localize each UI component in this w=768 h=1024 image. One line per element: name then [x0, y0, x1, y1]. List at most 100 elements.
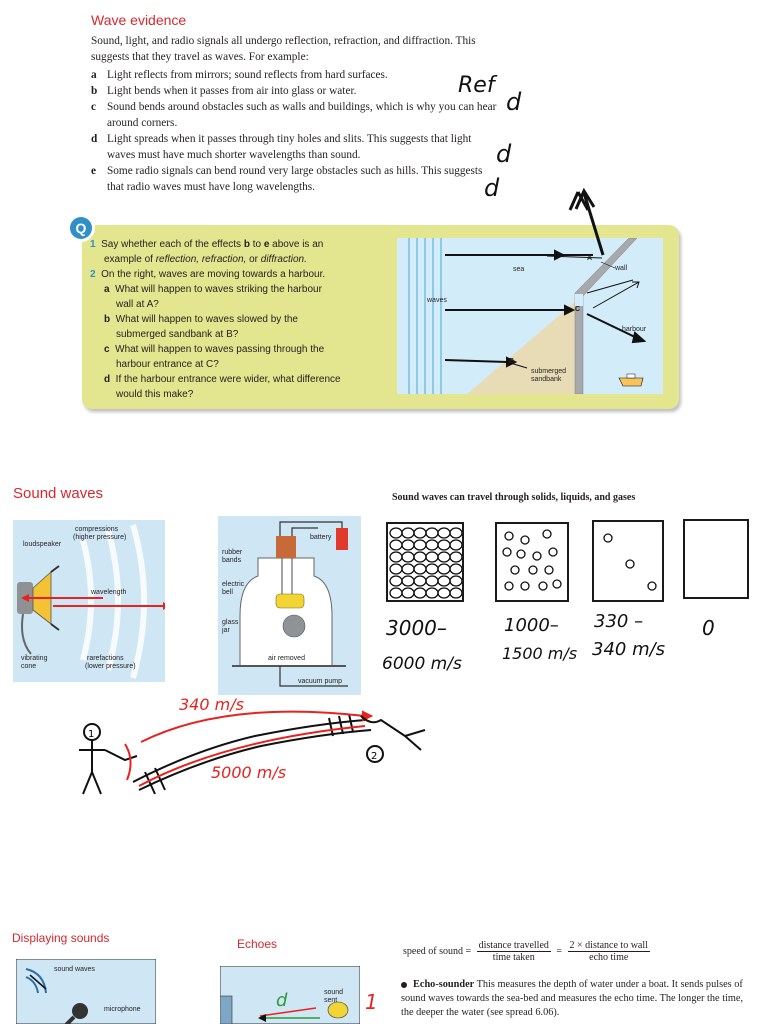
- speed-gas-line1: 330 –: [594, 611, 643, 632]
- handwritten-speeds: 3000– 6000 m/s 1000– 1500 m/s 330 – 340 …: [382, 611, 715, 674]
- section-title-echoes: Echoes: [237, 937, 278, 951]
- echo-diagram: d sound sent: [220, 966, 360, 1024]
- question-text-italic: reflection, refraction,: [155, 254, 247, 265]
- sub-question-letter: a: [104, 284, 110, 295]
- red-sound-paths: [124, 710, 374, 787]
- sound-waves-subtitle: Sound waves can travel through solids, l…: [392, 492, 636, 503]
- hand-drawn-lines: [506, 255, 640, 369]
- list-item-letter: e: [91, 165, 97, 177]
- handwritten-d-green: d: [276, 990, 288, 1011]
- list-item: e Some radio signals can bend round very …: [91, 163, 511, 195]
- speaker-cable: [21, 613, 32, 655]
- sub-question-letter: b: [104, 314, 111, 325]
- speed-liquid-line1: 1000–: [504, 615, 559, 636]
- label-point-a: A: [587, 255, 592, 262]
- label-compressions: compressions: [75, 526, 119, 533]
- label-rarefactions: rarefactions: [87, 655, 124, 662]
- liquid-particles: [502, 529, 562, 591]
- echo-sounder-paragraph: Echo-sounder This measures the depth of …: [401, 978, 756, 1020]
- speed-liquid-line2: 1500 m/s: [502, 644, 577, 663]
- question-badge: Q: [70, 217, 92, 239]
- sub-question-cont: wall at A?: [116, 299, 159, 310]
- sub-question-letter: c: [104, 344, 110, 355]
- speed-rail-label: 5000 m/s: [211, 763, 286, 782]
- label-loudspeaker: loudspeaker: [23, 541, 62, 548]
- question-text-bold: e: [263, 239, 270, 250]
- handwritten-1-red: 1: [365, 990, 378, 1014]
- sub-question: d If the harbour entrance were wider, wh…: [104, 372, 341, 387]
- sub-question: a What will happen to waves striking the…: [104, 282, 322, 297]
- handwritten-rail-sketch: 1 2 340 m/s 5000 m/s: [79, 695, 426, 795]
- label-point-b: B: [509, 358, 514, 365]
- label-microphone: microphone: [104, 1006, 141, 1013]
- circuit-wires: [279, 521, 343, 536]
- question-number: 1: [90, 239, 96, 250]
- sub-question: c What will happen to waves passing thro…: [104, 342, 324, 357]
- loudspeaker-diagram: loudspeaker compressions (higher pressur…: [13, 520, 165, 682]
- label-sound: sound: [324, 989, 343, 996]
- question-1-line-2: example of reflection, refraction, or di…: [104, 252, 307, 267]
- speed-solid-line1: 3000–: [386, 616, 447, 640]
- label-rubber: rubber: [222, 549, 243, 556]
- microphone-icon: [64, 1003, 88, 1024]
- section-title-wave-evidence: Wave evidence: [91, 12, 187, 28]
- bullet-icon: [401, 981, 407, 988]
- person-1-label: 1: [88, 729, 94, 740]
- compression-bands: [80, 524, 147, 679]
- formula-numerator: 2 × distance to wall: [567, 940, 650, 952]
- speed-gas-line2: 340 m/s: [592, 639, 665, 660]
- label-wavelength: wavelength: [90, 589, 127, 596]
- sub-question-text: What will happen to waves striking the h…: [115, 284, 322, 295]
- handwritten-ref: Ref: [458, 73, 498, 98]
- label-bell: bell: [222, 589, 233, 596]
- label-jar: jar: [221, 627, 230, 634]
- sub-question-cont: would this make?: [116, 389, 194, 400]
- label-glass: glass: [222, 619, 239, 626]
- wave-arrows: [444, 249, 647, 368]
- list-item-text: Light spreads when it passes through tin…: [107, 133, 472, 161]
- sandbank-shape: [467, 302, 575, 394]
- list-item-letter: b: [91, 85, 98, 97]
- label-higher-pressure: (higher pressure): [73, 534, 126, 541]
- question-1: 1 Say whether each of the effects b to e…: [90, 237, 323, 252]
- label-submerged: submerged: [531, 368, 566, 375]
- wave-evidence-intro: Sound, light, and radio signals all unde…: [91, 35, 476, 63]
- stick-figure-1: [79, 723, 138, 795]
- label-sea: sea: [513, 266, 524, 273]
- question-text-bold: b: [243, 239, 250, 250]
- question-text: above is an: [269, 239, 324, 250]
- sub-question-text: What will happen to waves passing throug…: [115, 344, 325, 355]
- label-sound-waves: sound waves: [54, 966, 95, 973]
- wave-lines: [408, 238, 442, 394]
- sub-question-cont: harbour entrance at C?: [116, 359, 219, 370]
- speed-solid-line2: 6000 m/s: [382, 654, 462, 674]
- harbour-entrance: [575, 294, 583, 306]
- speed-vacuum: 0: [702, 616, 715, 640]
- question-text: example of: [104, 254, 156, 265]
- question-number: 2: [90, 269, 96, 280]
- formula-equals: =: [556, 945, 563, 957]
- bell-jar-diagram: battery rubber bands electric bell glass…: [218, 516, 361, 695]
- stick-figure-2: [360, 715, 426, 763]
- formula-numerator: distance travelled: [476, 940, 551, 952]
- list-item-text: Some radio signals can bend round very l…: [107, 165, 483, 193]
- list-item-letter: a: [91, 69, 97, 81]
- echo-sounder-term: Echo-sounder: [413, 979, 475, 990]
- question-text: Say whether each of the effects: [101, 239, 244, 250]
- sub-question-letter: d: [104, 374, 111, 385]
- microphone-diagram: sound waves microphone: [16, 959, 156, 1024]
- handwritten-annotations: Ref d d d: [458, 73, 590, 211]
- label-sent: sent: [324, 997, 337, 1004]
- handwritten-arrow-up: [574, 187, 605, 256]
- question-text: or: [246, 254, 261, 265]
- glass-jar: [239, 557, 333, 667]
- liquid-particles-box: [495, 522, 569, 602]
- label-leader: [600, 261, 616, 269]
- echo-sounder-text: This measures the depth of water under a…: [401, 979, 744, 1018]
- list-item-text: Sound bends around obstacles such as wal…: [107, 101, 497, 129]
